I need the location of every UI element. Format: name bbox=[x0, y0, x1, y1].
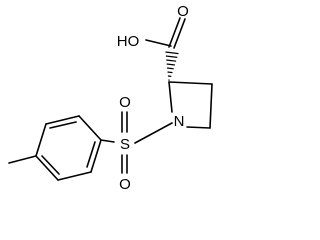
hash-line bbox=[167, 67, 174, 70]
bond-ar-3 bbox=[35, 123, 47, 157]
hash-line bbox=[167, 71, 173, 74]
sulfonyl-oxygens bbox=[121, 111, 128, 174]
bond-c4-n1 bbox=[186, 126, 211, 129]
bond-c-oh bbox=[145, 39, 172, 47]
nitrogen-label: N bbox=[174, 113, 185, 130]
sulfur-label: S bbox=[120, 136, 130, 153]
bond-ar-1 bbox=[78, 115, 102, 141]
sulfonyl-oxygen-top-label: O bbox=[119, 94, 131, 111]
sulfonyl-oxygen-bottom-label: O bbox=[119, 176, 131, 193]
carboxyl-oxygen-label: O bbox=[177, 3, 189, 20]
bond-c-o-double-b bbox=[173, 18, 186, 49]
bond-ar-inner-1 bbox=[49, 121, 77, 129]
bond-ar-inner-3 bbox=[86, 141, 96, 168]
bond-n-s bbox=[134, 122, 173, 144]
bond-methyl bbox=[8, 155, 37, 164]
bond-ar-2 bbox=[45, 115, 80, 125]
bond-ar-6 bbox=[90, 139, 102, 173]
bond-s-aryl bbox=[100, 139, 115, 143]
bond-ar-5 bbox=[57, 171, 92, 181]
bond-n1-c2 bbox=[168, 81, 173, 113]
bond-c2-c3 bbox=[168, 81, 213, 85]
stereo-hashed-wedge bbox=[165, 51, 179, 81]
benzene-ring bbox=[35, 115, 102, 181]
bond-c-o-double-a bbox=[168, 17, 181, 48]
carboxyl-group bbox=[145, 17, 186, 49]
hash-line bbox=[166, 63, 175, 66]
hash-line bbox=[166, 59, 177, 62]
bond-c3-c4 bbox=[209, 83, 213, 129]
azetidine-ring bbox=[168, 81, 213, 129]
hash-line bbox=[165, 51, 179, 55]
bond-ar-4 bbox=[35, 155, 59, 181]
hash-line bbox=[165, 55, 178, 58]
hydroxyl-label: HO bbox=[117, 33, 140, 50]
bond-ar-inner-2 bbox=[41, 155, 60, 175]
molecule-structure: O HO N S O O bbox=[8, 3, 213, 193]
